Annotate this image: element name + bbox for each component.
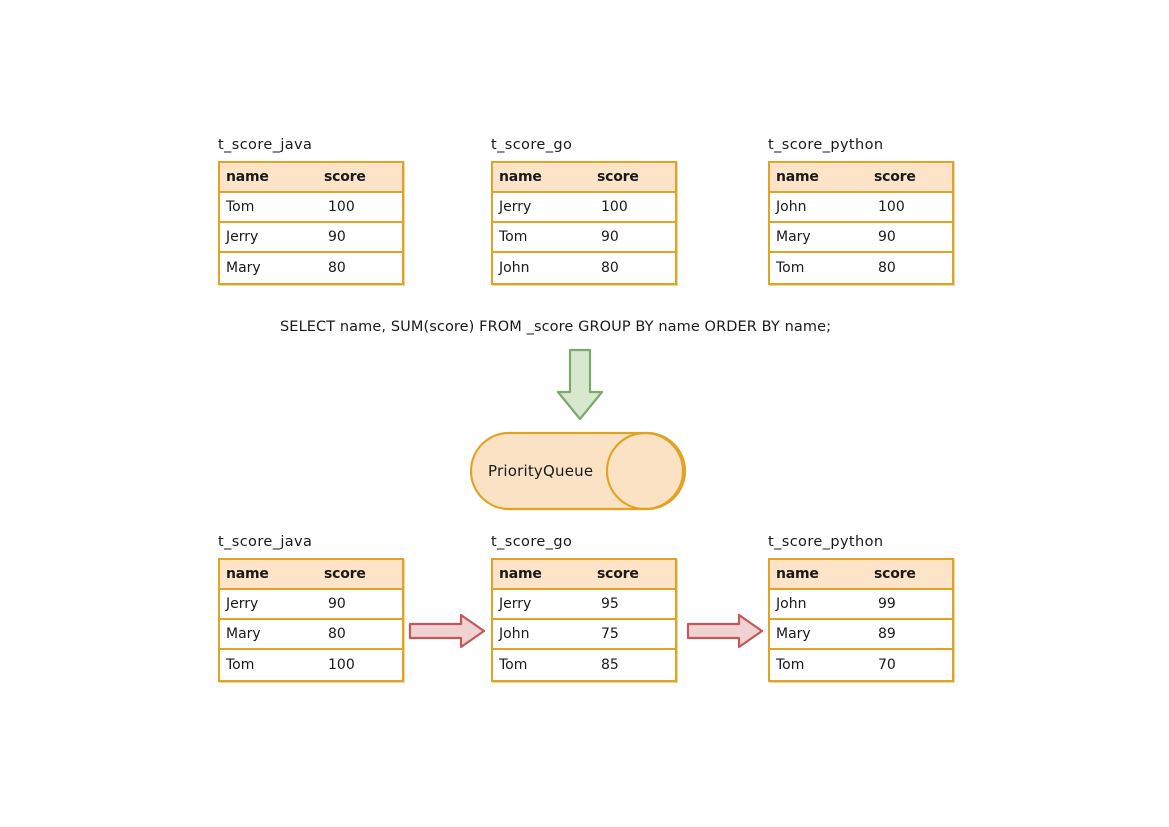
table-row: Tom 100 — [220, 649, 402, 680]
table-row: Tom 85 — [493, 649, 675, 680]
cell-score: 100 — [328, 656, 355, 673]
table-row: John 80 — [493, 252, 675, 283]
sql-query-text: SELECT name, SUM(score) FROM _score GROU… — [280, 319, 832, 335]
cell-score: 95 — [601, 595, 619, 612]
cell-name: Jerry — [499, 198, 532, 215]
table-block-bottom-go: t_score_go name score Jerry 95 John 75 T… — [491, 535, 677, 682]
score-table: name score Tom 100 Jerry 90 Mary 80 — [218, 160, 404, 285]
table-row: Mary 90 — [770, 222, 952, 253]
cell-name: Tom — [499, 656, 528, 673]
table-block-top-java: t_score_java name score Tom 100 Jerry 90… — [218, 138, 404, 285]
cell-name: Mary — [226, 259, 261, 276]
column-header-score: score — [874, 168, 916, 185]
cell-name: Jerry — [226, 228, 259, 245]
column-header-score: score — [324, 168, 366, 185]
cell-score: 89 — [878, 625, 896, 642]
table-row: Jerry 90 — [220, 589, 402, 620]
cell-score: 80 — [601, 259, 619, 276]
cell-name: Mary — [776, 228, 811, 245]
pink-right-arrow-icon-1 — [408, 613, 486, 649]
table-block-bottom-java: t_score_java name score Jerry 90 Mary 80… — [218, 535, 404, 682]
cell-name: John — [499, 259, 530, 276]
cell-score: 75 — [601, 625, 619, 642]
cell-score: 80 — [328, 625, 346, 642]
table-block-bottom-python: t_score_python name score John 99 Mary 8… — [768, 535, 954, 682]
priority-queue-cylinder — [469, 431, 687, 511]
column-header-name: name — [499, 168, 542, 185]
table-row: Tom 70 — [770, 649, 952, 680]
score-table: name score Jerry 100 Tom 90 John 80 — [491, 160, 677, 285]
cell-score: 80 — [878, 259, 896, 276]
cell-score: 90 — [328, 228, 346, 245]
score-table: name score Jerry 95 John 75 Tom 85 — [491, 557, 677, 682]
column-header-score: score — [597, 565, 639, 582]
cell-name: Tom — [226, 656, 255, 673]
table-row: Mary 80 — [220, 619, 402, 650]
cell-name: Jerry — [226, 595, 259, 612]
table-header-row: name score — [493, 162, 675, 193]
table-title: t_score_go — [491, 137, 573, 153]
table-header-row: name score — [220, 162, 402, 193]
score-table: name score John 99 Mary 89 Tom 70 — [768, 557, 954, 682]
score-table: name score John 100 Mary 90 Tom 80 — [768, 160, 954, 285]
table-row: John 100 — [770, 192, 952, 223]
cell-score: 90 — [601, 228, 619, 245]
table-row: John 75 — [493, 619, 675, 650]
table-block-top-python: t_score_python name score John 100 Mary … — [768, 138, 954, 285]
cell-score: 99 — [878, 595, 896, 612]
table-row: Tom 90 — [493, 222, 675, 253]
table-row: Jerry 90 — [220, 222, 402, 253]
column-header-name: name — [226, 565, 269, 582]
cell-score: 90 — [328, 595, 346, 612]
table-row: Jerry 95 — [493, 589, 675, 620]
cell-name: Tom — [776, 656, 805, 673]
cell-score: 100 — [601, 198, 628, 215]
table-row: Jerry 100 — [493, 192, 675, 223]
column-header-score: score — [324, 565, 366, 582]
cell-name: Jerry — [499, 595, 532, 612]
column-header-name: name — [776, 565, 819, 582]
table-row: Mary 80 — [220, 252, 402, 283]
cell-name: Mary — [226, 625, 261, 642]
cell-name: John — [776, 595, 807, 612]
table-header-row: name score — [493, 559, 675, 590]
cell-name: John — [776, 198, 807, 215]
cell-name: Tom — [776, 259, 805, 276]
cell-score: 90 — [878, 228, 896, 245]
table-title: t_score_python — [768, 137, 884, 153]
table-title: t_score_java — [218, 534, 313, 550]
column-header-name: name — [499, 565, 542, 582]
table-block-top-go: t_score_go name score Jerry 100 Tom 90 J… — [491, 138, 677, 285]
table-title: t_score_java — [218, 137, 313, 153]
table-row: John 99 — [770, 589, 952, 620]
column-header-score: score — [597, 168, 639, 185]
table-title: t_score_go — [491, 534, 573, 550]
table-header-row: name score — [220, 559, 402, 590]
cell-score: 80 — [328, 259, 346, 276]
cell-score: 100 — [328, 198, 355, 215]
cell-name: Tom — [499, 228, 528, 245]
table-row: Mary 89 — [770, 619, 952, 650]
cell-score: 100 — [878, 198, 905, 215]
table-row: Tom 80 — [770, 252, 952, 283]
column-header-name: name — [226, 168, 269, 185]
table-header-row: name score — [770, 162, 952, 193]
cell-name: John — [499, 625, 530, 642]
cell-score: 85 — [601, 656, 619, 673]
cell-name: Tom — [226, 198, 255, 215]
score-table: name score Jerry 90 Mary 80 Tom 100 — [218, 557, 404, 682]
green-down-arrow-icon — [556, 348, 604, 421]
table-header-row: name score — [770, 559, 952, 590]
table-title: t_score_python — [768, 534, 884, 550]
column-header-name: name — [776, 168, 819, 185]
cell-name: Mary — [776, 625, 811, 642]
cell-score: 70 — [878, 656, 896, 673]
table-row: Tom 100 — [220, 192, 402, 223]
column-header-score: score — [874, 565, 916, 582]
cylinder-label: PriorityQueue — [488, 462, 594, 480]
pink-right-arrow-icon-2 — [686, 613, 764, 649]
